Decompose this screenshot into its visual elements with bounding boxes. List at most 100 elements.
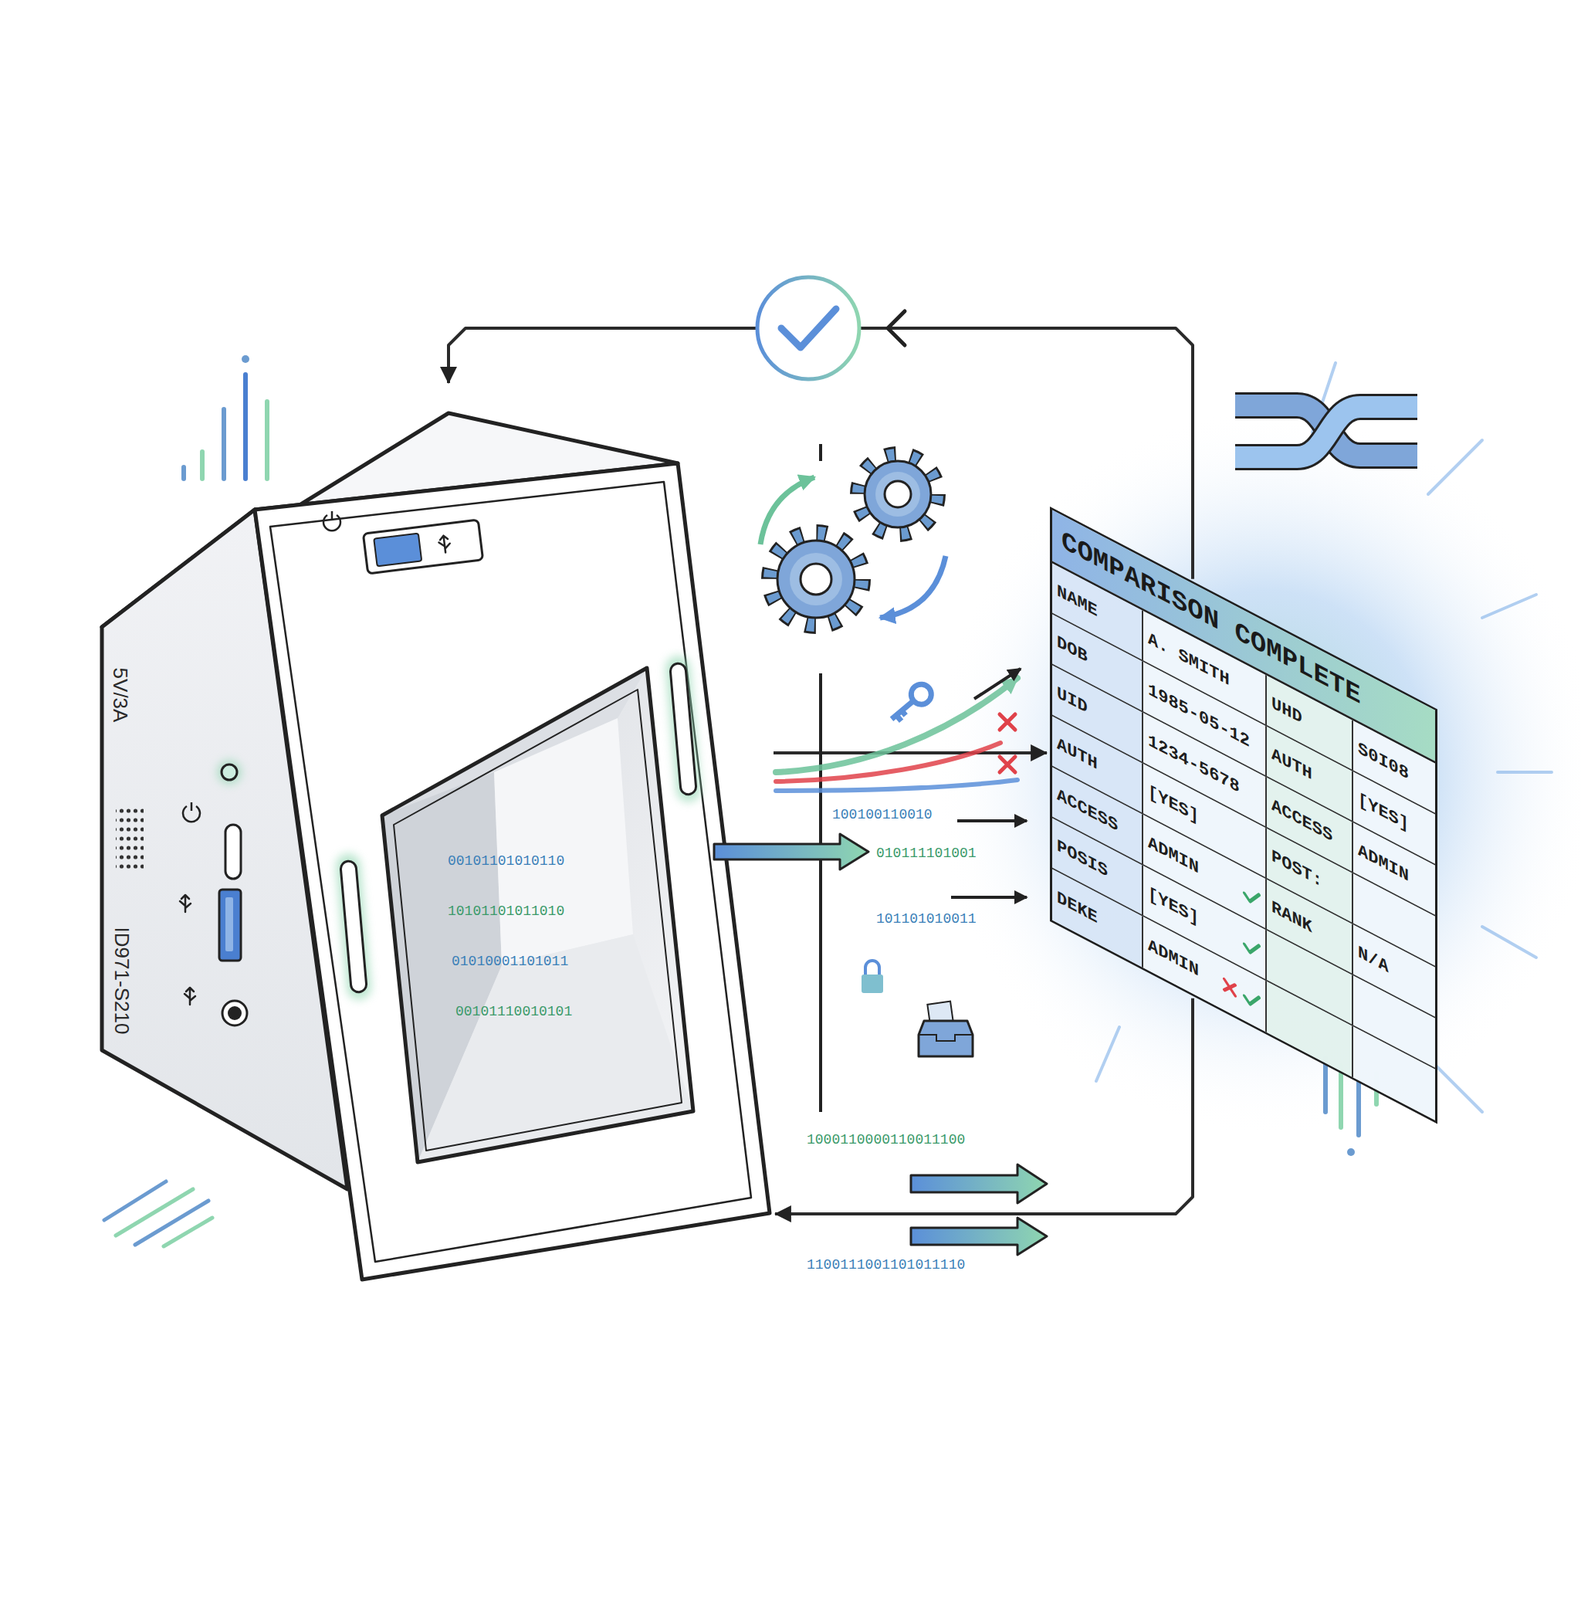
key-icon xyxy=(891,700,919,725)
divider-line xyxy=(819,673,823,1112)
flow-arrow xyxy=(974,668,1021,699)
device-illustration xyxy=(179,894,191,912)
check-mark xyxy=(1244,989,1260,1009)
table-cell-text: POST: xyxy=(1271,846,1323,893)
device-illustration xyxy=(438,534,452,554)
signal-bars xyxy=(241,355,250,363)
binary-stream: 01010001101011 xyxy=(451,953,569,971)
table-cell-text: S0I08 xyxy=(1357,738,1409,785)
binary-stream: 1100111001101011110 xyxy=(806,1256,965,1274)
flow-connector xyxy=(773,751,1047,755)
check-mark xyxy=(1242,932,1261,962)
check-mark xyxy=(1242,881,1261,911)
check-mark xyxy=(1242,984,1261,1013)
table-cell-text: RANK xyxy=(1271,897,1313,938)
comparison-panel: COMPARISON COMPLETENAMEA. SMITHUHDS0I08D… xyxy=(1049,506,1438,1124)
cross-mark xyxy=(1220,973,1240,1003)
device-illustration xyxy=(393,689,682,1151)
motion-strokes xyxy=(135,1200,209,1245)
lock-icon xyxy=(861,974,884,993)
table-cell-text: AUTH xyxy=(1056,733,1098,775)
gear-icon xyxy=(800,563,832,595)
table-cell-text: UID xyxy=(1056,682,1088,718)
device-illustration xyxy=(664,654,702,803)
device-illustration xyxy=(362,519,483,574)
table-cell-text: AUTH xyxy=(1271,744,1313,786)
device-illustration xyxy=(216,759,242,785)
device-housing: 5V/3A ID971-S210 xyxy=(92,385,772,1290)
table-cell-text: [YES] xyxy=(1147,883,1199,930)
table-cell-text: DOB xyxy=(1056,631,1088,667)
signal-bars xyxy=(243,374,248,479)
device-illustration xyxy=(362,519,483,574)
device-illustration xyxy=(382,667,694,1162)
reject-mark xyxy=(999,756,1016,772)
gear-icon xyxy=(760,477,815,545)
device-illustration xyxy=(115,805,144,871)
transfer-arrows xyxy=(910,1217,1047,1255)
glow-rays xyxy=(1435,1065,1483,1112)
device-illustration xyxy=(417,934,694,1162)
rating-label: 5V/3A xyxy=(109,667,133,723)
glow-rays xyxy=(1497,770,1552,774)
lock-icon xyxy=(861,960,884,993)
gear-icon xyxy=(884,480,911,508)
table-cell-text: [YES] xyxy=(1147,781,1199,828)
data-streams xyxy=(775,779,1018,791)
signal-bars xyxy=(1338,1065,1344,1128)
device-illustration xyxy=(101,413,770,1280)
transfer-arrows xyxy=(910,1164,1047,1255)
device-illustration xyxy=(225,824,241,879)
inbox-icon xyxy=(918,1020,973,1057)
outline-arrow xyxy=(714,833,869,870)
table-cell-text: N/A xyxy=(1357,941,1389,978)
table-cell-text: ADMIN xyxy=(1147,934,1199,982)
inbox-icon xyxy=(918,1034,973,1041)
device-illustration xyxy=(340,859,368,992)
table-cell-text: UHD xyxy=(1271,693,1303,729)
gear-icon xyxy=(771,534,861,624)
gear-icon xyxy=(777,540,855,618)
device-illustration xyxy=(335,852,373,1001)
panel-glow xyxy=(934,409,1581,1135)
signal-bars xyxy=(183,355,268,479)
table-cell-text: [YES] xyxy=(1357,788,1409,836)
lock-icon xyxy=(865,960,880,976)
divider-line xyxy=(819,443,823,461)
device-illustration xyxy=(331,511,334,520)
table-cell-text: ADMIN xyxy=(1357,839,1409,887)
device-illustration xyxy=(227,1005,242,1020)
flow-arrow xyxy=(951,895,1027,899)
signal-bars xyxy=(1356,1080,1361,1135)
signal-bars xyxy=(264,401,270,479)
gear-icon xyxy=(859,455,937,533)
signal-bars xyxy=(1347,1147,1355,1156)
binary-stream: 100100110010 xyxy=(832,806,933,824)
device-illustration xyxy=(190,802,193,811)
table-cell-text: POSIS xyxy=(1056,835,1108,882)
signal-bars xyxy=(221,409,227,479)
device-illustration xyxy=(335,852,373,1001)
gear-icon xyxy=(859,455,937,533)
device-illustration xyxy=(373,533,422,567)
data-streams xyxy=(775,677,1018,772)
motion-strokes xyxy=(115,1188,193,1236)
gear-icon xyxy=(880,555,946,618)
gear-icon xyxy=(760,455,946,624)
gear-icon xyxy=(859,455,937,533)
motion-strokes xyxy=(104,1181,213,1246)
key-icon xyxy=(885,680,936,727)
reject-mark xyxy=(999,714,1016,772)
device-illustration xyxy=(323,511,341,531)
check-mark xyxy=(1244,886,1260,907)
gear-icon xyxy=(789,552,843,606)
binary-stream: 10101101011010 xyxy=(447,903,565,921)
device-illustration xyxy=(222,1000,248,1026)
device-illustration xyxy=(494,717,634,965)
signal-bars xyxy=(199,451,205,479)
table-cell-text: NAME xyxy=(1056,580,1098,622)
motion-strokes xyxy=(163,1217,213,1246)
transfer-arrows xyxy=(910,1164,1047,1203)
rating-label: ID971-S210 xyxy=(111,927,134,1035)
